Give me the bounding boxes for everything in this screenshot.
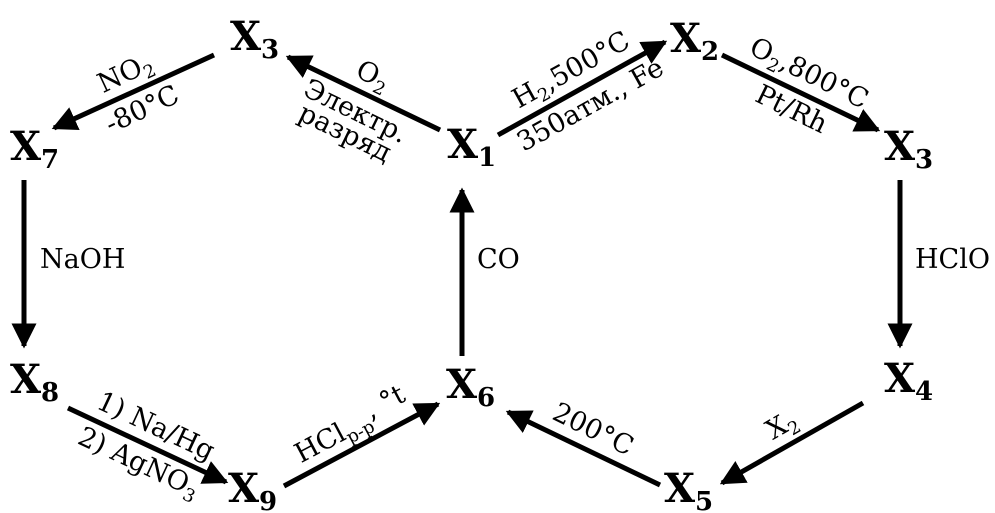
node-x3-left: X3 xyxy=(230,13,279,65)
node-x6: X6 xyxy=(446,361,495,413)
arrow-x8-x9 xyxy=(66,405,229,485)
node-x3-right: X3 xyxy=(884,123,933,175)
arrow-x5-x6 xyxy=(505,409,662,488)
node-x4: X4 xyxy=(884,355,933,407)
arrow-x3-x7 xyxy=(51,52,216,131)
label-x1-x3-above: O2 xyxy=(349,54,395,100)
label-x7-x8: NaOH xyxy=(40,244,125,275)
node-x9: X9 xyxy=(228,465,277,513)
node-x5: X5 xyxy=(664,465,713,513)
label-x6-x1: CO xyxy=(477,244,520,275)
arrow-x4-x5 xyxy=(719,400,865,486)
label-x3-x4: HClO xyxy=(915,244,990,275)
node-x7: X7 xyxy=(10,123,59,175)
node-x2: X2 xyxy=(670,15,719,67)
label-x4-x5: X2 xyxy=(761,404,805,450)
arrow-x9-x6 xyxy=(282,401,441,489)
arrow-x1-x2 xyxy=(496,39,668,138)
node-x8: X8 xyxy=(10,356,59,408)
arrow-x1-x3 xyxy=(285,54,442,133)
node-x1: X1 xyxy=(447,121,496,173)
arrow-x2-x3 xyxy=(720,52,881,133)
label-x9-x6: HClр-р, °t xyxy=(287,379,415,473)
